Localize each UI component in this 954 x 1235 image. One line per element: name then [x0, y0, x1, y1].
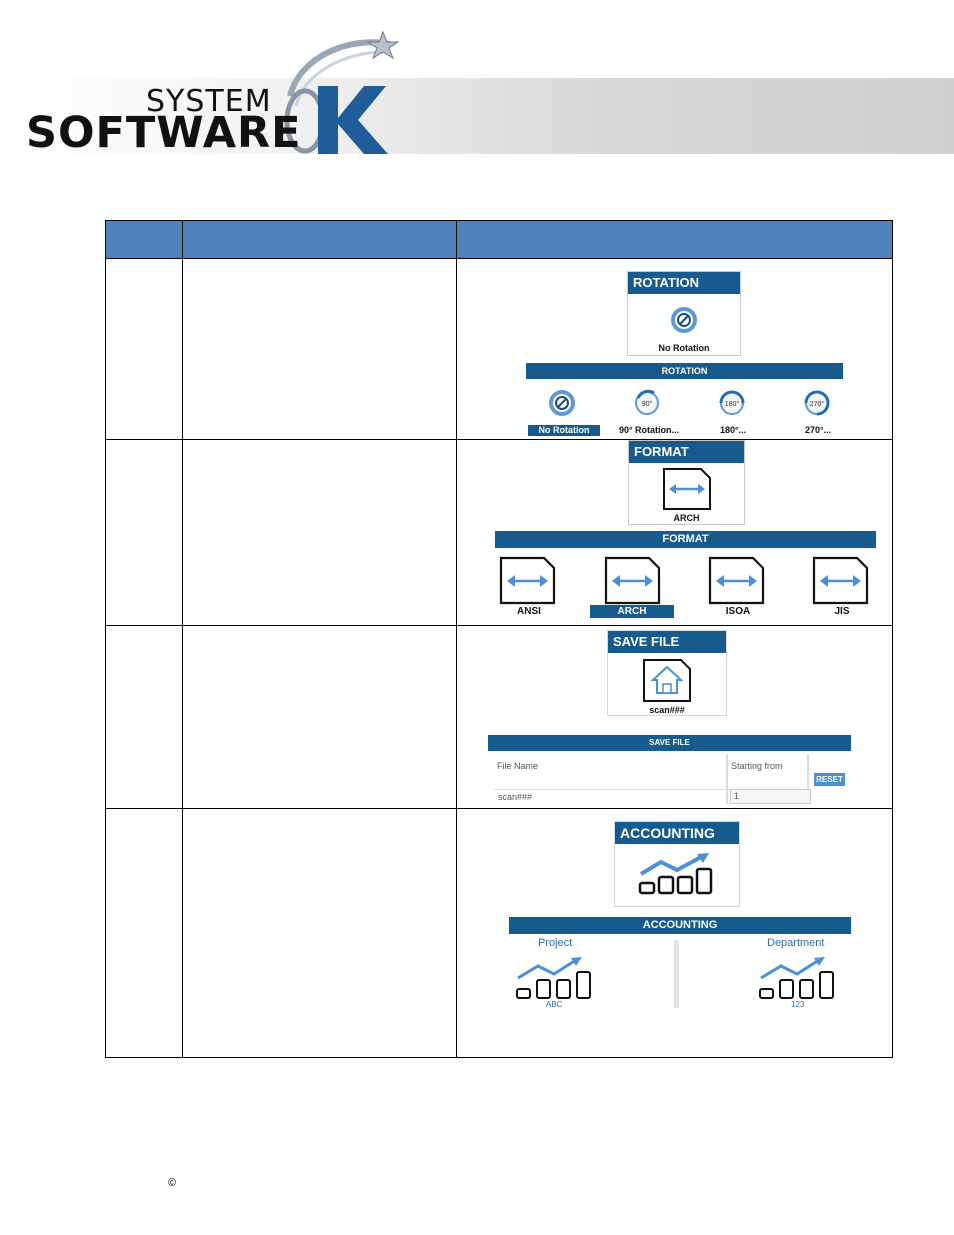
rotate-180-icon-text: 180°	[725, 400, 740, 408]
department-value: 123	[791, 1000, 805, 1009]
save-file-tile-value: scan###	[649, 705, 685, 715]
document-arrow-icon	[663, 468, 711, 510]
rotate-270-icon[interactable]: 270°	[802, 388, 832, 418]
logo-system-text: SYSTEM	[146, 84, 272, 119]
project-label: Project	[538, 937, 573, 949]
field-divider	[807, 754, 809, 804]
column-divider	[182, 221, 183, 1057]
rotate-90-icon-text: 90°	[642, 400, 653, 408]
no-rotation-icon	[671, 307, 697, 333]
row-divider	[106, 439, 892, 440]
bar-chart-trend-icon	[638, 853, 713, 895]
file-name-label: File Name	[497, 761, 539, 771]
rotation-option-90[interactable]: 90° Rotation...	[618, 425, 680, 435]
rotate-270-icon-text: 270°	[810, 400, 825, 408]
accounting-tile-title: ACCOUNTING	[615, 822, 739, 844]
department-chart-icon[interactable]	[757, 956, 839, 1002]
format-option-isoa[interactable]: ISOA	[725, 606, 751, 617]
table-header-row	[106, 221, 892, 258]
project-value: ABC	[546, 1000, 563, 1009]
rotation-tile-title: ROTATION	[628, 272, 740, 294]
format-isoa-icon[interactable]	[707, 556, 767, 606]
header-banner	[24, 78, 954, 154]
logo-software-text: SOFTWARE	[26, 108, 302, 158]
rotation-tile[interactable]: ROTATION No Rotation	[627, 271, 741, 356]
format-ansi-icon[interactable]	[498, 556, 558, 606]
copyright-symbol: ©	[168, 1177, 177, 1189]
row-divider	[106, 808, 892, 809]
format-option-jis[interactable]: JIS	[834, 606, 850, 617]
save-file-bar-title: SAVE FILE	[488, 735, 851, 751]
format-tile-value: ARCH	[673, 513, 700, 523]
rotation-option-no-rotation[interactable]: No Rotation	[528, 425, 600, 436]
starting-from-input[interactable]: 1	[730, 789, 811, 804]
format-option-arch[interactable]: ARCH	[590, 605, 674, 618]
reset-button[interactable]: RESET	[814, 773, 845, 786]
format-arch-icon[interactable]	[603, 556, 663, 606]
rotation-tile-value: No Rotation	[658, 343, 710, 353]
rotate-180-icon[interactable]: 180°	[717, 388, 747, 418]
home-folder-icon	[643, 659, 691, 702]
starting-from-label: Starting from	[731, 761, 783, 771]
rotation-option-270[interactable]: 270°...	[804, 425, 832, 435]
format-jis-icon[interactable]	[811, 556, 871, 606]
accounting-tile[interactable]: ACCOUNTING	[614, 821, 740, 907]
accounting-divider	[674, 940, 679, 1008]
row-divider	[106, 625, 892, 626]
format-bar-title: FORMAT	[495, 531, 876, 548]
row-divider	[106, 258, 892, 259]
project-chart-icon[interactable]	[514, 956, 596, 1002]
rotation-option-180[interactable]: 180°...	[719, 425, 747, 435]
field-divider	[726, 754, 728, 804]
format-tile-title: FORMAT	[629, 441, 744, 463]
column-divider	[456, 221, 457, 1057]
format-option-ansi[interactable]: ANSI	[517, 606, 541, 617]
feature-table	[105, 220, 893, 1058]
accounting-bar-title: ACCOUNTING	[509, 917, 851, 934]
star-swoosh-logo-icon	[284, 30, 400, 154]
format-tile[interactable]: FORMAT ARCH	[628, 440, 745, 525]
department-label: Department	[767, 937, 825, 949]
no-rotation-option-icon[interactable]	[547, 388, 577, 418]
file-name-input[interactable]: scan###	[494, 789, 729, 804]
rotation-bar-title: ROTATION	[526, 363, 843, 379]
save-file-tile-title: SAVE FILE	[608, 631, 726, 653]
rotate-90-icon[interactable]: 90°	[632, 388, 662, 418]
save-file-tile[interactable]: SAVE FILE scan###	[607, 630, 727, 716]
